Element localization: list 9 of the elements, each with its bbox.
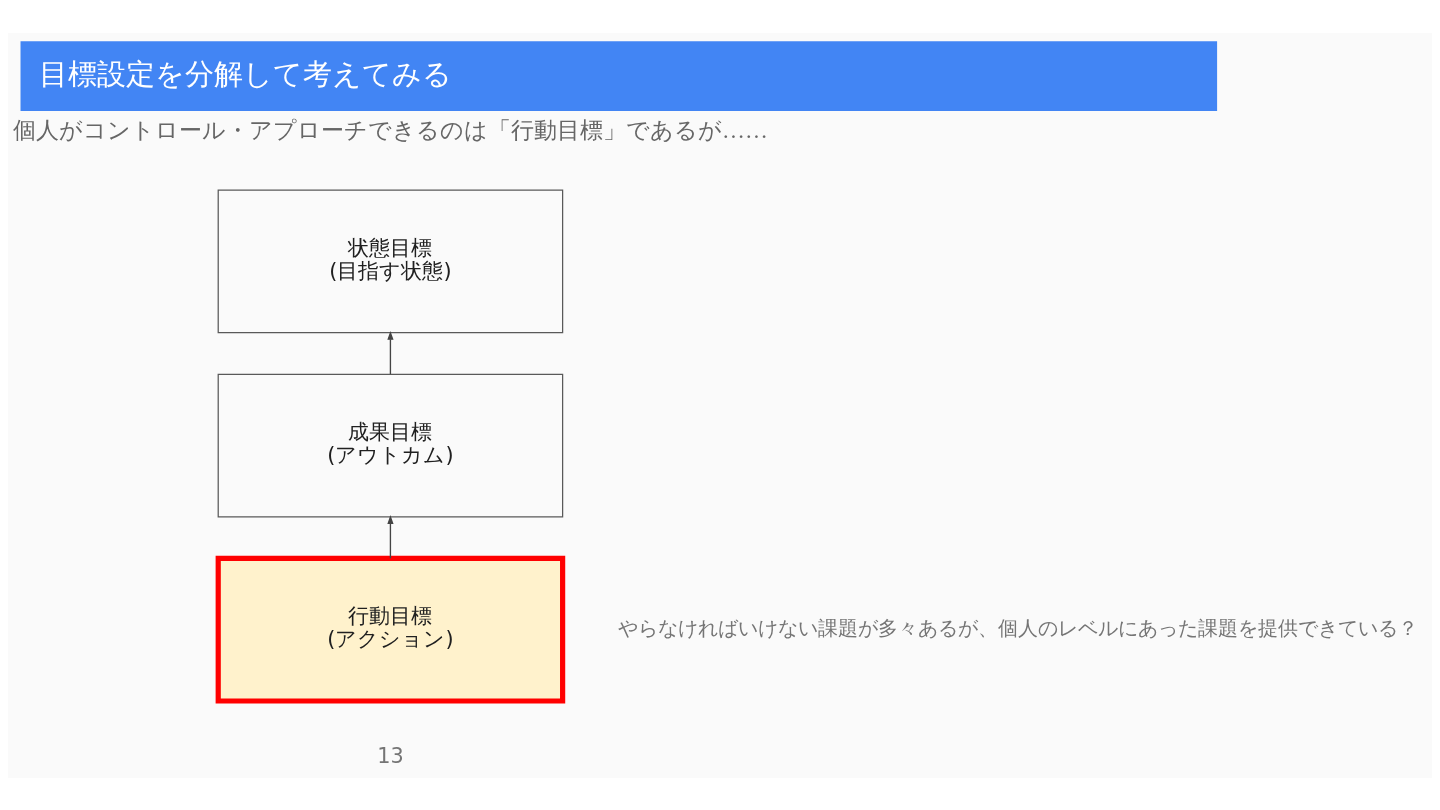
- diagram-title: 目標設定を分解して考えてみる: [39, 56, 453, 91]
- node-box: 行動目標 (アクション): [215, 555, 566, 704]
- arrow: [387, 330, 394, 375]
- node-box: 成果目標 (アウトカム): [217, 373, 564, 517]
- node-label: やらなければいけない課題が多々あるが、個人のレベルにあった課題を提供できている？: [617, 616, 1418, 640]
- label: 個人がコントロール・アプローチできるのは「行動目標」であるが……: [13, 117, 768, 143]
- node-box: 状態目標 (目指す状態): [217, 189, 564, 333]
- label: 13: [377, 743, 404, 768]
- arrow: [387, 514, 394, 559]
